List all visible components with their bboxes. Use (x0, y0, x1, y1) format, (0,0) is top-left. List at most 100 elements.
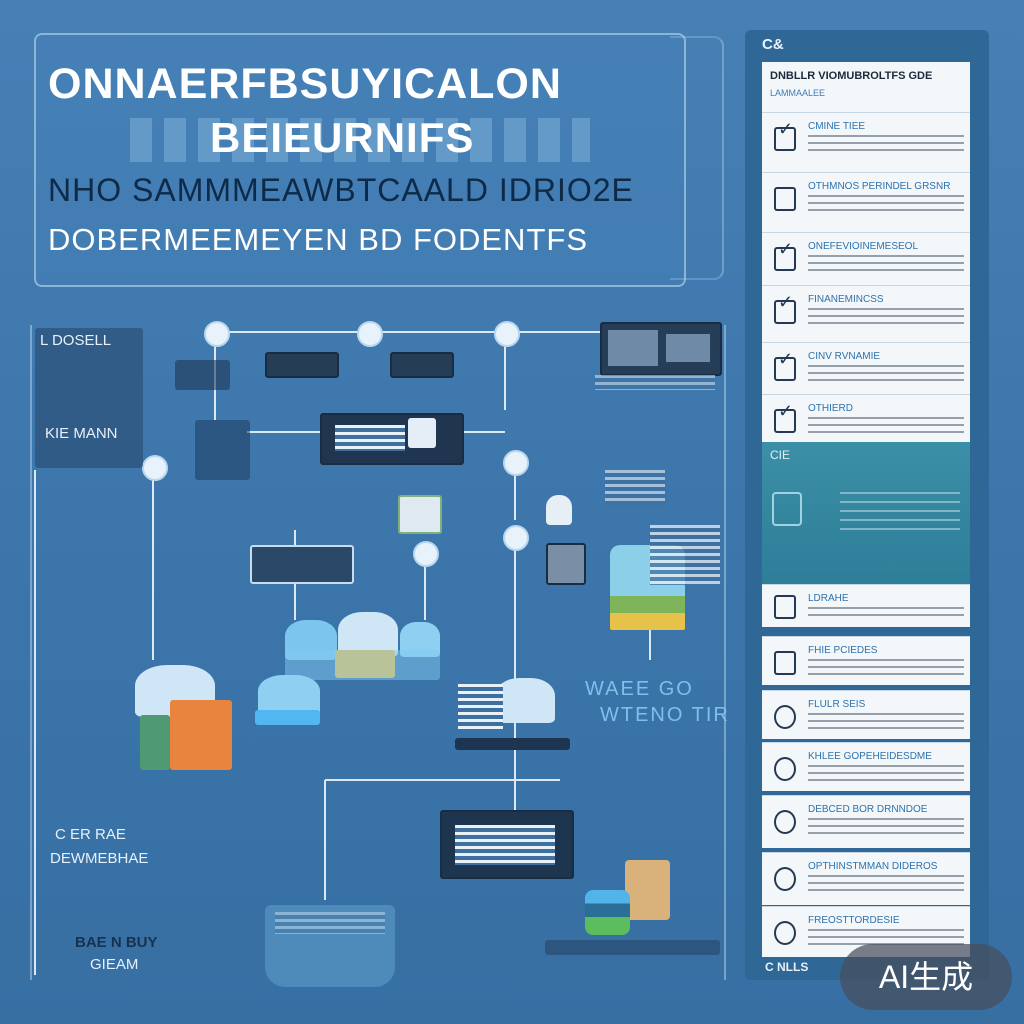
diagram-label-right-2: WTENO TIR (600, 704, 730, 726)
checklist-item[interactable]: ✓ OTHIERD (762, 394, 970, 443)
checkbox-icon (774, 867, 796, 891)
diagram-label-bottom-left-2: DEWMEBHAE (50, 850, 149, 867)
checklist-item-title: CMINE TIEE (808, 121, 866, 132)
checklist-highlight-section (762, 442, 970, 592)
cloud-icon (495, 678, 555, 723)
stack-device (585, 890, 630, 935)
document-device (625, 860, 670, 920)
checkbox-icon (774, 300, 796, 324)
header-panel (34, 33, 686, 287)
checklist-item-text (808, 713, 964, 733)
checkbox-icon (774, 921, 796, 945)
server-block (35, 328, 143, 468)
checklist-item[interactable]: DEBCED BOR DRNNDOE (762, 795, 970, 848)
checklist-item-title: FINANEMINCSS (808, 294, 884, 305)
diagram-label-bottom-left-1: C ER RAE (55, 826, 126, 843)
server-rack-right (650, 525, 720, 585)
node-dot (204, 321, 230, 347)
checklist-item-title: OTHMNOS PERINDEL GRSNR (808, 181, 951, 192)
header-title-line-2: BEIEURNIFS (210, 114, 475, 161)
node-dot (357, 321, 383, 347)
server-device-vents (455, 825, 555, 865)
panel-device (546, 543, 586, 585)
router-vents (335, 425, 405, 451)
server-mid (458, 684, 503, 729)
cloud-icon (258, 675, 320, 715)
checklist-item-title: CINV RVNAMIE (808, 351, 881, 362)
node-dot (142, 455, 168, 481)
check-mark-icon: ✓ (778, 239, 794, 259)
checklist-item-title: FHIE PCIEDES (808, 645, 878, 656)
checklist-item[interactable]: FLULR SEIS (762, 690, 970, 739)
header-panel-shadow (670, 36, 724, 280)
checklist-item-text (808, 417, 964, 437)
checkbox-icon (774, 810, 796, 834)
checklist-item[interactable]: ✓ CINV RVNAMIE (762, 342, 970, 395)
header-subtitle-line-2: DOBERMEEMEYEN BD FODENTFS (48, 222, 588, 257)
checklist-item-title: FLULR SEIS (808, 699, 866, 710)
bottom-tank-grille (275, 912, 385, 934)
checklist-item-text (808, 607, 964, 621)
monitor-device (390, 352, 454, 378)
bottom-tank (265, 905, 395, 987)
checklist-item-title: ONEFEVIOINEMESEOL (808, 241, 919, 252)
rack-device (595, 375, 715, 390)
checklist-item[interactable]: KHLEE GOPEHEIDESDME (762, 742, 970, 791)
check-mark-icon: ✓ (778, 349, 794, 369)
checklist-item-text (808, 875, 964, 895)
folder-device (170, 700, 232, 770)
display-device (600, 322, 722, 376)
ai-generated-watermark: AI生成 (840, 944, 1012, 1010)
checklist-item[interactable]: ✓ FINANEMINCSS (762, 285, 970, 338)
checklist-item[interactable]: LDRAHE (762, 584, 970, 627)
checklist-item-title: OPTHINSTMMAN DIDEROS (808, 861, 938, 872)
checklist-item-text (808, 365, 964, 385)
checkbox-icon (774, 409, 796, 433)
checklist-item-text (808, 195, 964, 215)
checklist-item[interactable]: ✓ CMINE TIEE (762, 112, 970, 165)
checkbox-icon (774, 757, 796, 781)
checkbox-icon (774, 595, 796, 619)
house-device (398, 495, 442, 534)
checklist-item[interactable]: FHIE PCIEDES (762, 636, 970, 685)
checklist-item-title: LDRAHE (808, 593, 849, 604)
highlight-section-text (840, 492, 960, 532)
cloud-icon (338, 612, 398, 657)
node-dot (413, 541, 439, 567)
diagram-label-top-left: L DOSELL (40, 332, 112, 349)
checklist-item-text (808, 135, 964, 155)
checkbox-icon (774, 357, 796, 381)
header-ghost-text (130, 118, 590, 162)
checkbox-icon (774, 187, 796, 211)
checklist-item[interactable]: OPTHINSTMMAN DIDEROS (762, 852, 970, 905)
document-icon (772, 492, 802, 526)
sidebar-logo: C& (762, 36, 784, 53)
checkbox-icon (774, 247, 796, 271)
checklist-title: DNBLLR VIOMUBROLTFS GDE (770, 70, 933, 82)
check-mark-icon: ✓ (778, 401, 794, 421)
diagram-label-right-1: WAEE GO (585, 678, 694, 700)
checkbox-icon (774, 651, 796, 675)
diagram-label-bottom-left-4: GIEAM (90, 956, 139, 973)
folder-device-side (140, 715, 170, 770)
checklist-item[interactable]: OTHMNOS PERINDEL GRSNR (762, 172, 970, 225)
checklist-item-text (808, 255, 964, 275)
checklist-item-title: DEBCED BOR DRNNDOE (808, 804, 928, 815)
checklist-item-text (808, 659, 964, 679)
router-module (408, 418, 436, 448)
cloud-base (255, 710, 320, 725)
node-dot (503, 450, 529, 476)
jar-device (546, 495, 572, 525)
node-dot (503, 525, 529, 551)
checklist-item-title: FREOSTTORDESIE (808, 915, 900, 926)
check-mark-icon: ✓ (778, 119, 794, 139)
server-bar (175, 360, 230, 390)
highlight-section-label: CIE (770, 448, 791, 462)
tower-device (195, 420, 250, 480)
checklist-item-text (808, 765, 964, 785)
checklist-item[interactable]: ✓ ONEFEVIOINEMESEOL (762, 232, 970, 285)
diagram-label-bottom-left-3: BAE N BUY (75, 934, 158, 951)
checkbox-icon (774, 705, 796, 729)
keyboard-device (250, 545, 354, 584)
check-mark-icon: ✓ (778, 292, 794, 312)
